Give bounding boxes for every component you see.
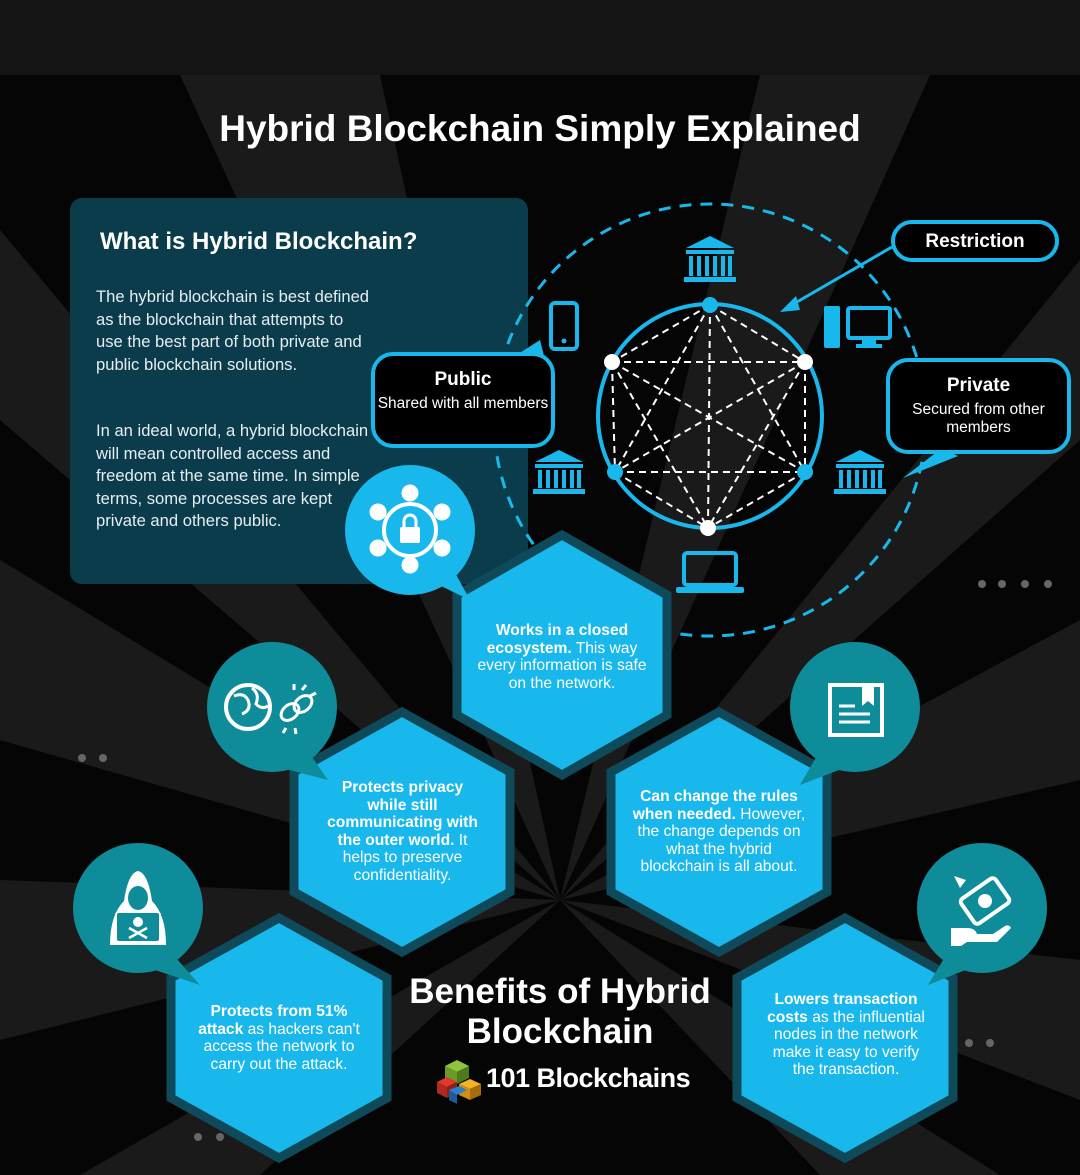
hacker-icon xyxy=(73,843,203,985)
what-is-paragraph-1: The hybrid blockchain is best defined as… xyxy=(96,287,370,374)
what-is-panel: What is Hybrid Blockchain? The hybrid bl… xyxy=(70,198,528,584)
benefit-1-text: Works in a closed ecosystem. This way ev… xyxy=(477,622,647,692)
public-label: Public xyxy=(434,369,492,390)
bank-icon xyxy=(834,450,886,494)
private-bubble: Private Secured from other members xyxy=(886,358,1071,454)
money-hand-icon xyxy=(917,843,1047,985)
top-bar xyxy=(0,0,1080,75)
public-desc: Shared with all members xyxy=(377,395,549,412)
phone-icon xyxy=(549,301,579,351)
benefit-3-text: Can change the rules when needed. Howeve… xyxy=(632,788,806,876)
lock-network-icon xyxy=(345,465,475,600)
node-top xyxy=(702,297,718,313)
document-icon xyxy=(790,642,920,785)
benefit-2-text: Protects privacy while still communicati… xyxy=(327,779,478,884)
restriction-label: Restriction xyxy=(925,231,1025,252)
public-bubble: Public Shared with all members xyxy=(371,352,555,448)
node-left-bottom xyxy=(607,464,623,480)
globe-link-icon xyxy=(207,642,337,780)
node-bottom xyxy=(700,520,716,536)
what-is-heading: What is Hybrid Blockchain? xyxy=(100,228,418,255)
hex-2 xyxy=(289,706,515,958)
what-is-paragraph-2: In an ideal world, a hybrid blockchain w… xyxy=(96,421,369,530)
brand-logo-icon xyxy=(437,1060,481,1104)
node-right-bottom xyxy=(797,464,813,480)
private-desc: Secured from other members xyxy=(912,401,1045,436)
hex-4 xyxy=(166,912,392,1164)
node-right-top xyxy=(797,354,813,370)
restriction-bubble: Restriction xyxy=(891,220,1059,262)
restriction-arrow xyxy=(789,245,893,308)
benefit-5-text: Lowers transaction costs as the influent… xyxy=(767,991,925,1079)
hex-5 xyxy=(732,912,958,1164)
private-label: Private xyxy=(946,375,1011,396)
laptop-icon xyxy=(676,551,744,593)
node-left-top xyxy=(604,354,620,370)
page-title: Hybrid Blockchain Simply Explained xyxy=(219,108,861,149)
bank-icon xyxy=(684,236,736,282)
benefit-4-text: Protects from 51% attack as hackers can'… xyxy=(198,1003,360,1073)
hex-1 xyxy=(452,529,672,781)
brand-name: 101 Blockchains xyxy=(486,1063,691,1093)
benefits-heading: Benefits of Hybrid Blockchain xyxy=(409,972,711,1051)
bank-icon xyxy=(533,450,585,494)
desktop-icon xyxy=(824,306,892,348)
